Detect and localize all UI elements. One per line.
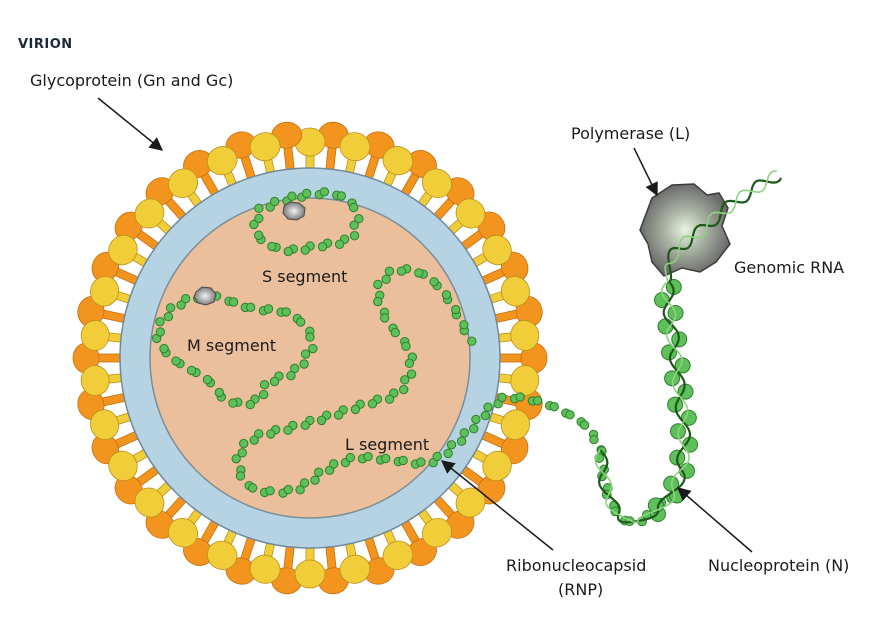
rna-strand-a	[597, 281, 692, 524]
extracted-rnp	[594, 278, 699, 527]
glycoprotein-spike	[271, 531, 326, 595]
rna-strand-b	[594, 282, 690, 524]
glycoprotein-spike	[134, 177, 194, 246]
label-rnp-line1: Ribonucleocapsid	[506, 556, 646, 575]
label-rnp-line2: (RNP)	[558, 580, 603, 599]
nucleoprotein-beads	[647, 278, 699, 522]
label-genomic-rna: Genomic RNA	[734, 258, 844, 277]
glycoprotein-spike	[77, 389, 147, 441]
bead-chain-l-segment	[231, 264, 606, 498]
label-s-segment: S segment	[262, 267, 347, 286]
genomic-rna-helix	[664, 170, 783, 284]
polymerase-l	[639, 183, 731, 277]
arrow-rnp	[440, 460, 554, 551]
arrow-nucleoprotein	[676, 487, 753, 553]
m-segment-polymerase	[193, 286, 217, 306]
glycoprotein-spike	[249, 121, 302, 190]
label-m-segment: M segment	[187, 336, 276, 355]
glycoprotein-spike	[318, 526, 371, 595]
label-l-segment: L segment	[345, 435, 429, 454]
bead-chain-s-segment	[249, 187, 364, 257]
arrow-glycoprotein	[97, 97, 164, 151]
label-glycoprotein: Glycoprotein (Gn and Gc)	[30, 71, 233, 90]
label-nucleoprotein: Nucleoprotein (N)	[708, 556, 849, 575]
figure-heading: VIRION	[18, 37, 73, 52]
s-segment-polymerase	[282, 201, 306, 221]
arrow-polymerase	[633, 147, 658, 197]
label-polymerase: Polymerase (L)	[571, 124, 690, 143]
